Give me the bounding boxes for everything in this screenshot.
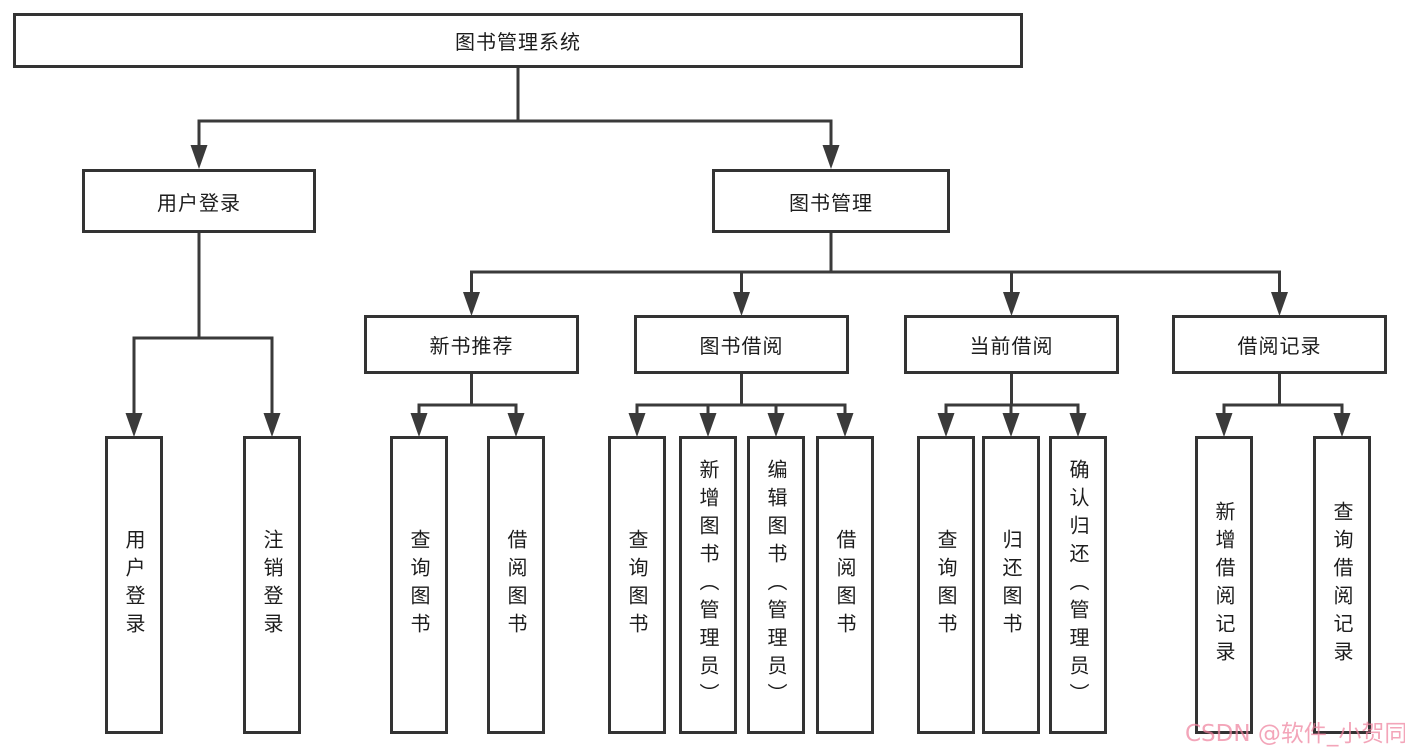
- node-new-book-recommend: 新书推荐: [364, 315, 579, 374]
- leaf-query-books-recommend: 查询图书: [390, 436, 448, 734]
- leaf-query-borrow-record-label: 查询借阅记录: [1330, 501, 1354, 669]
- leaf-add-books-admin-label: 新增图书（管理员）: [696, 459, 720, 711]
- leaf-add-borrow-record: 新增借阅记录: [1195, 436, 1253, 734]
- leaf-return-books-label: 归还图书: [999, 529, 1023, 641]
- edge-user-login-to-leaves: [125, 233, 281, 437]
- edge-borrow-records-to-leaves: [1215, 374, 1351, 437]
- leaf-logout-login: 注销登录: [243, 436, 301, 734]
- node-current-borrow-label: 当前借阅: [969, 334, 1054, 358]
- edge-current-borrow-to-leaves: [937, 374, 1087, 437]
- leaf-add-books-admin: 新增图书（管理员）: [679, 436, 737, 734]
- edge-root-to-level2: [190, 68, 840, 169]
- leaf-query-books-current-label: 查询图书: [934, 529, 958, 641]
- leaf-borrow-books-label: 借阅图书: [833, 529, 857, 641]
- leaf-user-login: 用户登录: [105, 436, 163, 734]
- node-book-management: 图书管理: [712, 169, 950, 233]
- leaf-query-books-recommend-label: 查询图书: [407, 529, 431, 641]
- leaf-logout-login-label: 注销登录: [260, 529, 284, 641]
- leaf-query-books-borrow-label: 查询图书: [625, 529, 649, 641]
- leaf-query-borrow-record: 查询借阅记录: [1313, 436, 1371, 734]
- edge-book-management-to-level3: [463, 233, 1288, 316]
- edge-book-borrow-to-leaves: [628, 374, 854, 437]
- node-user-login: 用户登录: [82, 169, 316, 233]
- leaf-borrow-books-recommend-label: 借阅图书: [504, 529, 528, 641]
- leaf-user-login-label: 用户登录: [122, 529, 146, 641]
- leaf-edit-books-admin-label: 编辑图书（管理员）: [764, 459, 788, 711]
- node-root-label: 图书管理系统: [455, 30, 581, 54]
- csdn-watermark: CSDN @软件_小贺同学: [1185, 721, 1405, 747]
- node-user-login-label: 用户登录: [157, 190, 241, 215]
- leaf-confirm-return-admin: 确认归还（管理员）: [1049, 436, 1107, 734]
- leaf-return-books: 归还图书: [982, 436, 1040, 734]
- leaf-query-books-current: 查询图书: [917, 436, 975, 734]
- leaf-edit-books-admin: 编辑图书（管理员）: [747, 436, 805, 734]
- leaf-query-books-borrow: 查询图书: [608, 436, 666, 734]
- leaf-borrow-books: 借阅图书: [816, 436, 874, 734]
- node-book-management-label: 图书管理: [789, 190, 873, 215]
- node-new-book-recommend-label: 新书推荐: [429, 334, 514, 358]
- node-root: 图书管理系统: [13, 13, 1023, 68]
- edge-new-book-recommend-to-leaves: [410, 374, 525, 437]
- leaf-confirm-return-admin-label: 确认归还（管理员）: [1066, 459, 1090, 711]
- leaf-add-borrow-record-label: 新增借阅记录: [1212, 501, 1236, 669]
- leaf-borrow-books-recommend: 借阅图书: [487, 436, 545, 734]
- node-book-borrow-label: 图书借阅: [699, 334, 784, 358]
- node-book-borrow: 图书借阅: [634, 315, 849, 374]
- node-borrow-records: 借阅记录: [1172, 315, 1387, 374]
- node-current-borrow: 当前借阅: [904, 315, 1119, 374]
- node-borrow-records-label: 借阅记录: [1237, 334, 1322, 358]
